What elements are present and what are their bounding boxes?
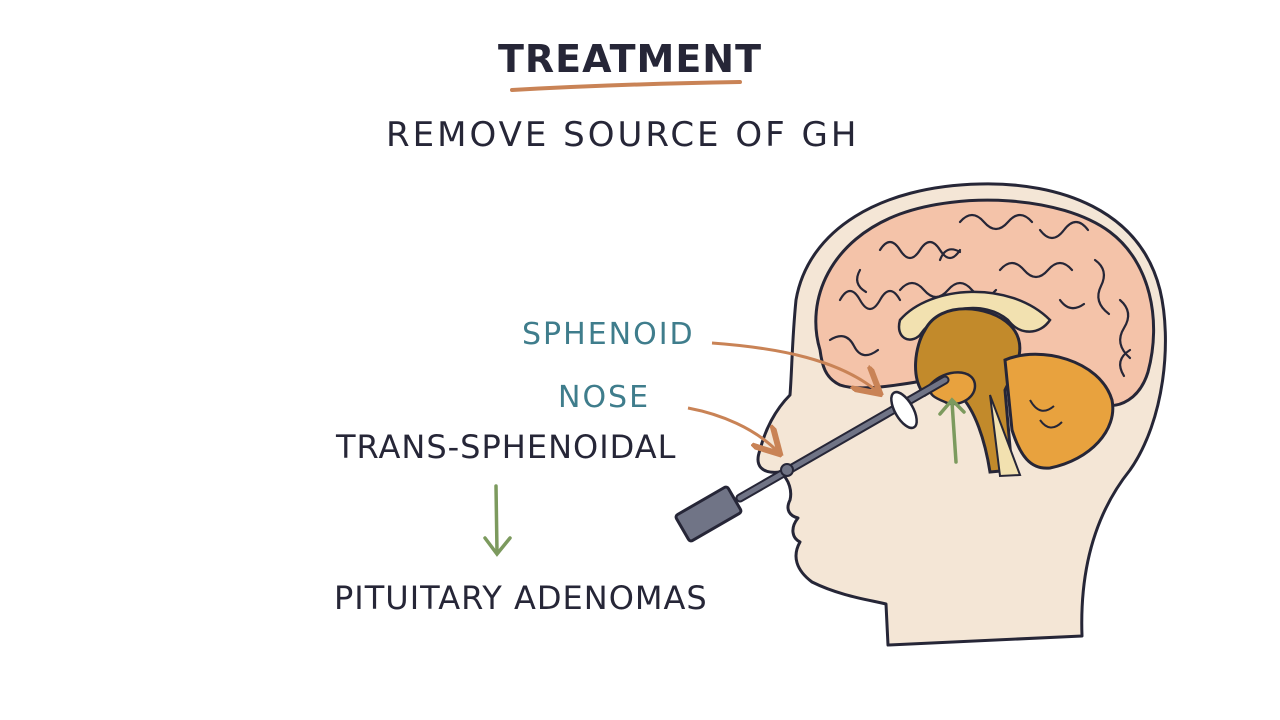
label-nose: NOSE: [558, 380, 651, 415]
nose-pointer-arrow: [687, 406, 778, 452]
title-underline: [510, 80, 742, 92]
page-title: TREATMENT: [498, 37, 763, 81]
brain-cross-section-icon: [814, 198, 1156, 478]
flow-down-arrow: [483, 484, 512, 557]
sphenoid-pointer-arrow: [711, 341, 878, 392]
endoscope-icon: [674, 375, 950, 543]
subtitle: REMOVE SOURCE OF GH: [386, 115, 860, 155]
label-trans-sphenoidal: TRANS-SPHENOIDAL: [336, 428, 677, 466]
label-pituitary-adenomas: PITUITARY ADENOMAS: [334, 579, 708, 617]
label-sphenoid: SPHENOID: [522, 317, 695, 352]
pituitary-arrow: [938, 397, 966, 464]
